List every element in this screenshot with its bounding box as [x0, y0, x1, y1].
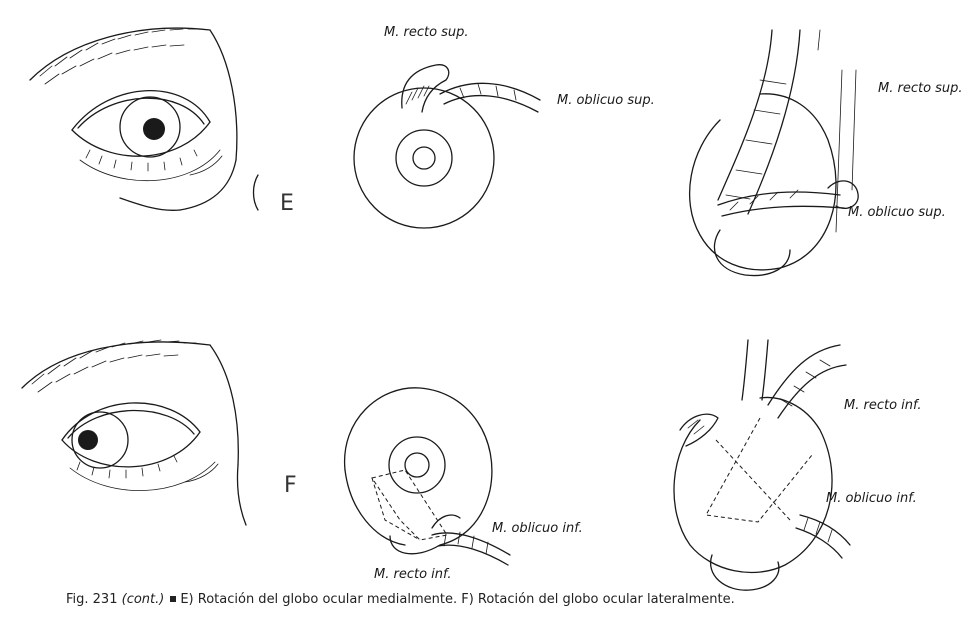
eyeball-f-side — [673, 339, 851, 591]
label-recto-sup-top: M. recto sup. — [384, 25, 469, 40]
face-f-illustration — [21, 339, 247, 526]
pupil-f — [78, 430, 98, 450]
eyeball-e-front — [353, 64, 541, 229]
figure-caption: Fig. 231 (cont.) E) Rotación del globo oc… — [66, 592, 735, 607]
label-recto-sup-side: M. recto sup. — [878, 81, 963, 96]
pupil-e — [143, 118, 165, 140]
label-recto-inf-front: M. recto inf. — [374, 567, 452, 582]
panel-letter-e: E — [280, 191, 294, 216]
caption-fig-number: Fig. 231 — [66, 592, 118, 607]
panel-letter-f: F — [284, 473, 297, 498]
eyeball-e-side — [688, 29, 859, 277]
label-oblicuo-sup-side: M. oblicuo sup. — [848, 205, 946, 220]
caption-text: E) Rotación del globo ocular medialmente… — [180, 592, 735, 607]
label-oblicuo-inf-side: M. oblicuo inf. — [826, 491, 917, 506]
label-oblicuo-sup-top: M. oblicuo sup. — [557, 93, 655, 108]
label-recto-inf-side: M. recto inf. — [844, 398, 922, 413]
label-oblicuo-inf-front: M. oblicuo inf. — [492, 521, 583, 536]
eyeball-f-front — [344, 387, 511, 566]
caption-separator-icon — [170, 596, 177, 602]
face-e-illustration — [29, 27, 259, 211]
caption-cont: (cont.) — [121, 592, 165, 607]
